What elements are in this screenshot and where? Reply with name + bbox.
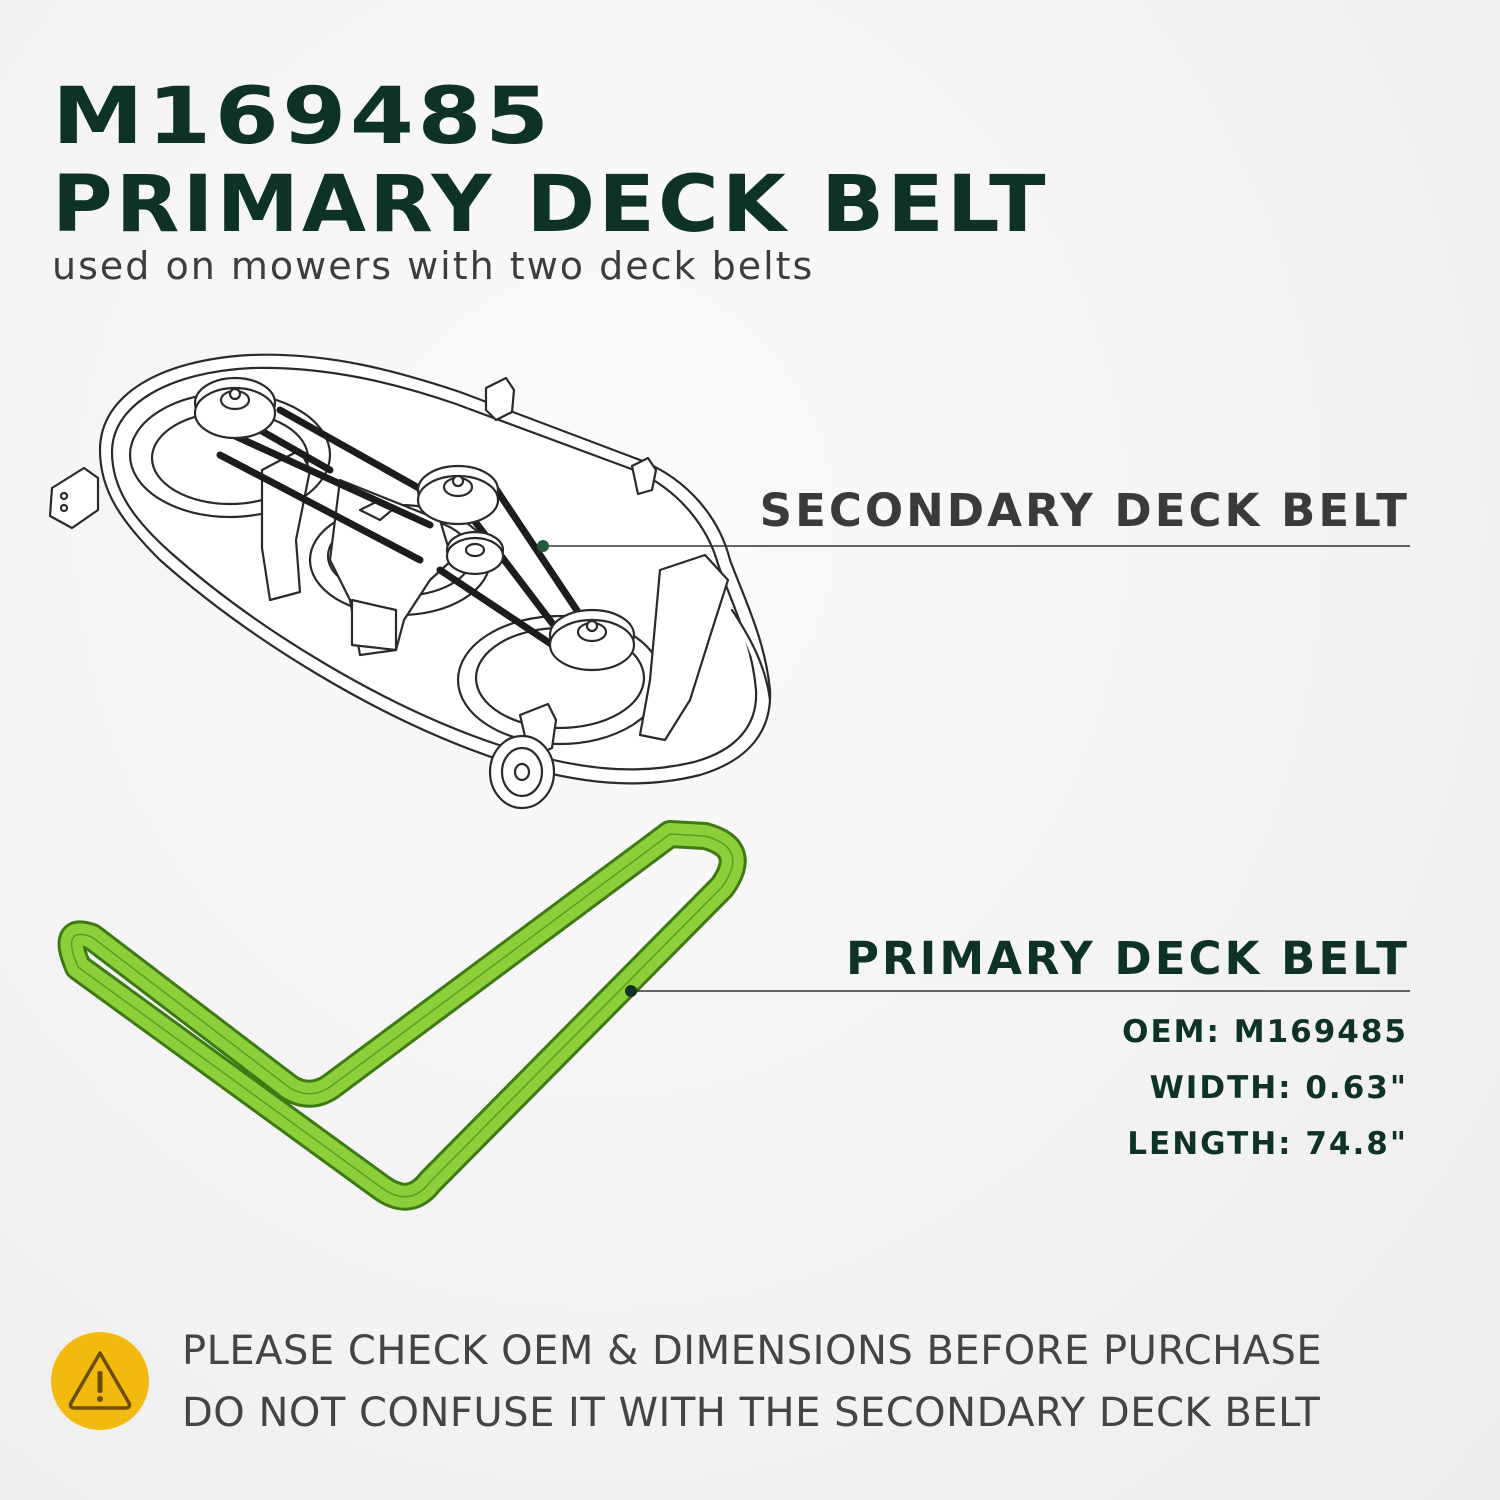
mower-deck-illustration [48,353,772,810]
warning-icon [51,1332,149,1430]
spec-width: WIDTH: 0.63" [1149,1070,1408,1106]
subtitle: used on mowers with two deck belts [52,244,815,288]
warning-line-2: DO NOT CONFUSE IT WITH THE SECONDARY DEC… [182,1390,1321,1436]
product-name-title: PRIMARY DECK BELT [52,160,1049,250]
primary-leader-dot [625,985,637,997]
spec-length: LENGTH: 74.8" [1127,1126,1408,1162]
primary-belt-label: PRIMARY DECK BELT [845,932,1410,985]
secondary-leader-dot [537,540,549,552]
secondary-belt-label: SECONDARY DECK BELT [759,484,1410,537]
primary-belt-illustration [57,820,747,1211]
warning-line-1: PLEASE CHECK OEM & DIMENSIONS BEFORE PUR… [182,1328,1323,1374]
pulley-illustrations [193,376,636,672]
part-number-title: M169485 [52,72,553,162]
spec-oem: OEM: M169485 [1122,1014,1408,1050]
